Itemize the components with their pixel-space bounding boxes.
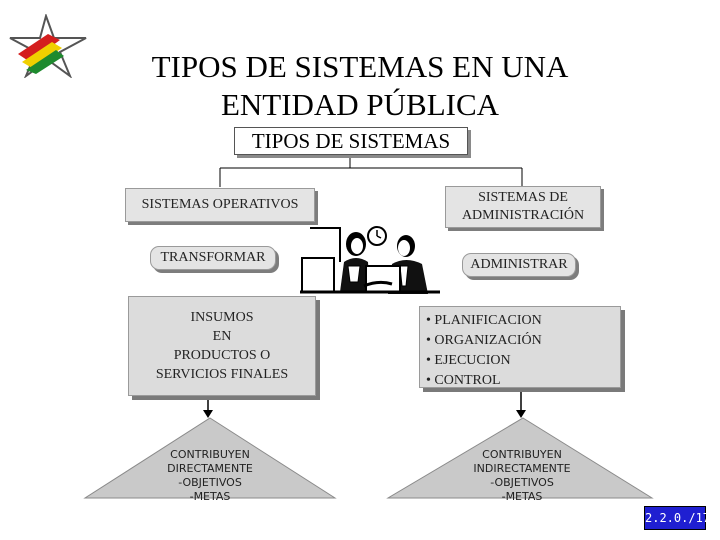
right-tri-line-2: INDIRECTAMENTE: [473, 462, 571, 475]
left-tri-line-3: -OBJETIVOS: [178, 476, 242, 489]
star-logo-icon: [9, 14, 87, 78]
right-triangle: [386, 417, 654, 499]
root-types-box: TIPOS DE SISTEMAS: [234, 127, 468, 155]
page-title: TIPOS DE SISTEMAS EN UNA ENTIDAD PÚBLICA: [60, 48, 660, 124]
title-line-2: ENTIDAD PÚBLICA: [220, 87, 500, 122]
operational-systems-box: SISTEMAS OPERATIVOS: [125, 188, 315, 222]
admin-header-line-2: ADMINISTRACIÓN: [461, 208, 585, 223]
admin-functions-list: • PLANIFICACION • ORGANIZACIÓN • EJECUCI…: [426, 311, 620, 391]
right-tri-line-1: CONTRIBUYEN: [482, 448, 562, 461]
inputs-line-2: EN: [212, 329, 232, 344]
admin-header-line-1: SISTEMAS DE: [478, 190, 568, 205]
page-number-badge: 2.2.0./17: [644, 506, 710, 530]
administer-pill: ADMINISTRAR: [462, 253, 576, 277]
left-triangle-text: CONTRIBUYEN DIRECTAMENTE -OBJETIVOS -MET…: [140, 448, 280, 504]
inputs-line-1: INSUMOS: [190, 310, 254, 325]
inputs-line-3: PRODUCTOS O: [173, 348, 271, 363]
administration-systems-box: SISTEMAS DE ADMINISTRACIÓN: [445, 186, 601, 228]
right-tri-line-4: -METAS: [501, 490, 543, 503]
right-triangle-text: CONTRIBUYEN INDIRECTAMENTE -OBJETIVOS -M…: [452, 448, 592, 504]
left-tri-line-2: DIRECTAMENTE: [167, 462, 253, 475]
inputs-to-products-box: INSUMOS EN PRODUCTOS O SERVICIOS FINALES: [128, 296, 316, 396]
title-line-1: TIPOS DE SISTEMAS EN UNA: [151, 49, 569, 84]
office-meeting-clipart: [300, 226, 440, 294]
list-item: • PLANIFICACION: [426, 313, 542, 328]
transform-pill: TRANSFORMAR: [150, 246, 276, 270]
left-tri-line-4: -METAS: [189, 490, 231, 503]
admin-functions-box: • PLANIFICACION • ORGANIZACIÓN • EJECUCI…: [419, 306, 621, 388]
list-item: • EJECUCION: [426, 353, 511, 368]
left-triangle: [83, 417, 337, 499]
inputs-line-4: SERVICIOS FINALES: [155, 367, 289, 382]
right-tri-line-3: -OBJETIVOS: [490, 476, 554, 489]
inputs-text: INSUMOS EN PRODUCTOS O SERVICIOS FINALES: [156, 308, 288, 384]
left-tri-line-1: CONTRIBUYEN: [170, 448, 250, 461]
list-item: • ORGANIZACIÓN: [426, 333, 542, 348]
list-item: • CONTROL: [426, 373, 501, 388]
